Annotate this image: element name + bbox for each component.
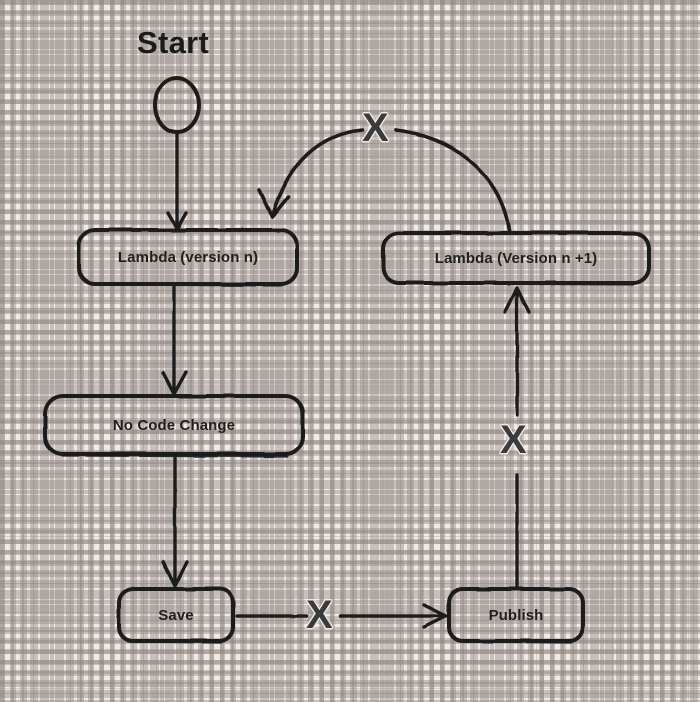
- cross-mark-publish-arrow: X: [500, 418, 527, 462]
- node-shape-no-code-change: [43, 394, 305, 458]
- cross-mark-save-publish-arrow: X: [306, 593, 333, 637]
- node-save[interactable]: Save: [119, 589, 233, 641]
- node-label-no-code-change: No Code Change: [112, 416, 236, 434]
- edge-save-to-publish: [235, 603, 448, 629]
- cross-mark-top-curve: X: [362, 106, 389, 150]
- node-label-lambda-n-plus-1: Lambda (Version n +1): [434, 249, 598, 267]
- node-shape-save: [117, 587, 235, 644]
- node-no-code-change[interactable]: No Code Change: [45, 396, 303, 454]
- edge-lambda-n1-to-lambda-n: [257, 128, 511, 232]
- node-label-lambda-n: Lambda (version n): [117, 248, 259, 266]
- edge-publish-to-lambda-n1: [503, 286, 531, 588]
- node-label-save: Save: [158, 606, 194, 624]
- edge-no-code-change-to-save: [161, 456, 189, 588]
- node-shape-publish: [447, 587, 585, 644]
- node-shape-lambda-n1: [381, 231, 651, 286]
- node-lambda-n-plus-1[interactable]: Lambda (Version n +1): [383, 233, 649, 283]
- start-label: Start: [137, 25, 210, 60]
- node-label-publish: Publish: [488, 606, 544, 624]
- node-shape-lambda-n: [77, 228, 299, 287]
- start-node-ellipse: [153, 76, 201, 134]
- node-publish[interactable]: Publish: [449, 589, 583, 641]
- edge-start-to-lambda-n: [166, 131, 188, 231]
- node-lambda-n[interactable]: Lambda (version n): [79, 230, 297, 284]
- edge-lambda-n-to-no-code-change: [161, 285, 188, 396]
